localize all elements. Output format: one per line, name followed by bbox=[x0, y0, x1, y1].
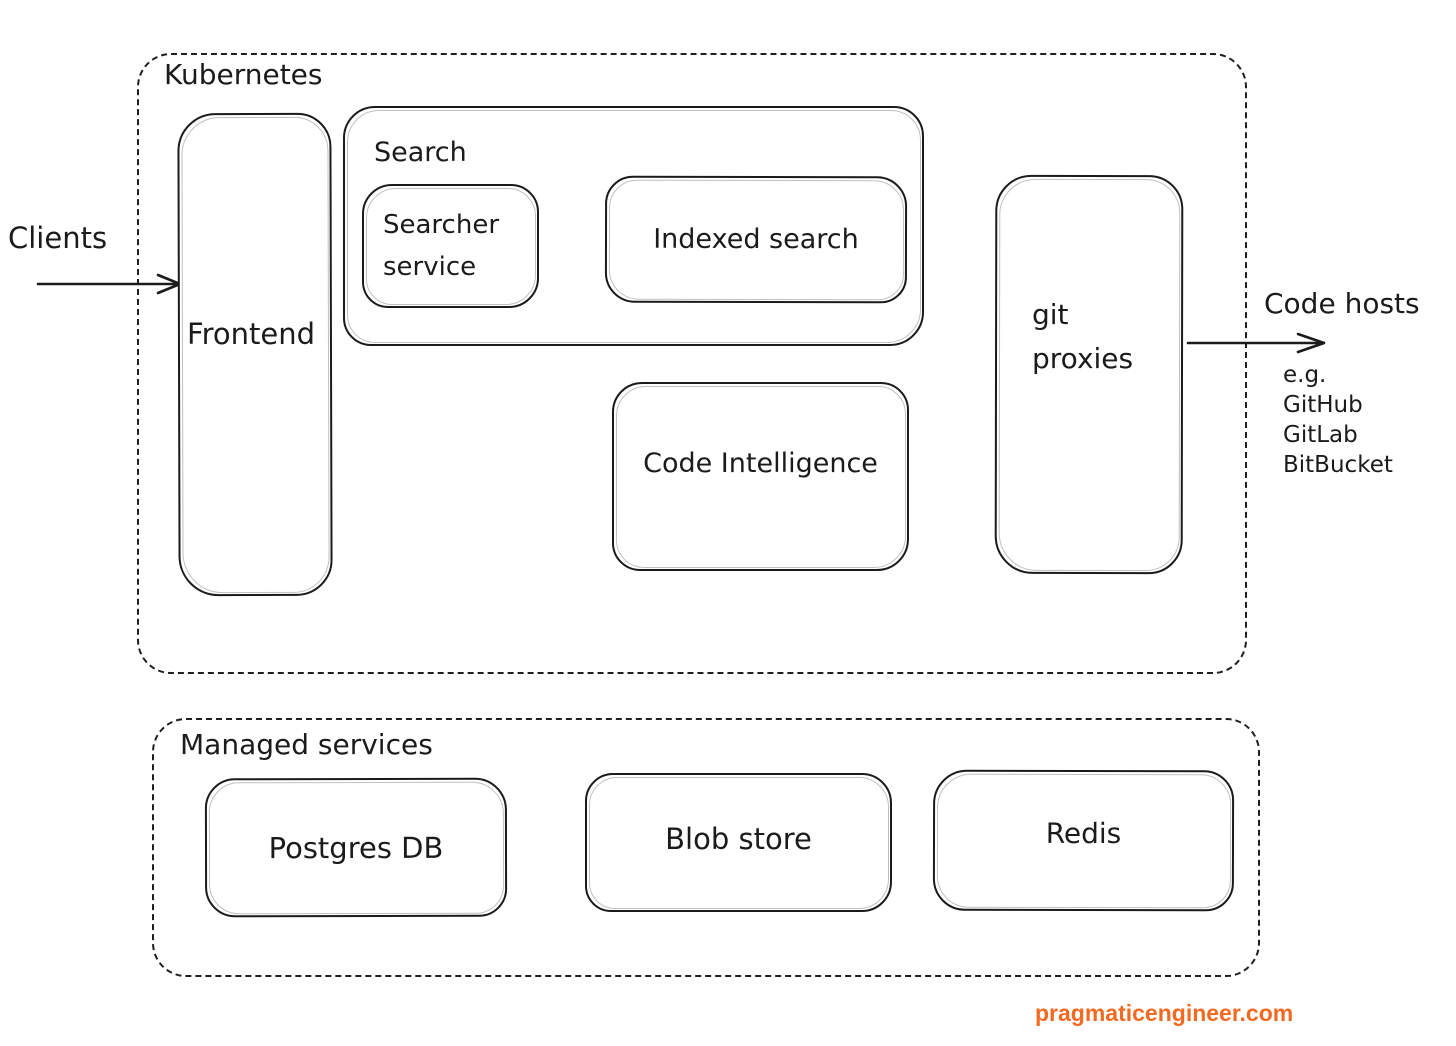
frontend-node bbox=[177, 112, 333, 597]
searcher-service-node: Searcher service bbox=[362, 184, 539, 308]
code-hosts-arrow bbox=[1186, 332, 1326, 354]
code-host-example: GitHub bbox=[1283, 392, 1363, 418]
redis-label: Redis bbox=[1045, 816, 1122, 851]
indexed-search-label: Indexed search bbox=[653, 223, 859, 256]
redis-node: Redis bbox=[932, 769, 1235, 912]
searcher-service-label: Searcher service bbox=[383, 210, 500, 282]
managed-services-group-box bbox=[152, 718, 1260, 977]
code-hosts-label: Code hosts bbox=[1264, 287, 1420, 320]
kubernetes-group-label: Kubernetes bbox=[164, 58, 323, 91]
git-proxies-label: git proxies bbox=[1032, 298, 1134, 375]
clients-label: Clients bbox=[8, 221, 108, 255]
code-hosts-examples: e.g. GitHub GitLab BitBucket bbox=[1283, 360, 1393, 480]
indexed-search-node: Indexed search bbox=[604, 175, 908, 304]
blob-store-label: Blob store bbox=[665, 821, 812, 856]
managed-services-group-label: Managed services bbox=[180, 728, 433, 761]
watermark-text: pragmaticengineer.com bbox=[1035, 1000, 1294, 1026]
frontend-node-label: Frontend bbox=[187, 317, 315, 351]
blob-store-node: Blob store bbox=[585, 773, 892, 912]
kubernetes-group-box bbox=[137, 53, 1247, 674]
code-hosts-eg-label: e.g. bbox=[1283, 362, 1327, 388]
postgres-db-node: Postgres DB bbox=[204, 777, 508, 918]
postgres-db-label: Postgres DB bbox=[268, 830, 444, 865]
code-intelligence-label: Code Intelligence bbox=[643, 448, 878, 479]
clients-arrow bbox=[36, 273, 182, 295]
code-host-example: GitLab bbox=[1283, 422, 1358, 448]
code-intelligence-node: Code Intelligence bbox=[612, 382, 909, 571]
search-group-label: Search bbox=[374, 137, 467, 168]
code-host-example: BitBucket bbox=[1283, 452, 1393, 478]
